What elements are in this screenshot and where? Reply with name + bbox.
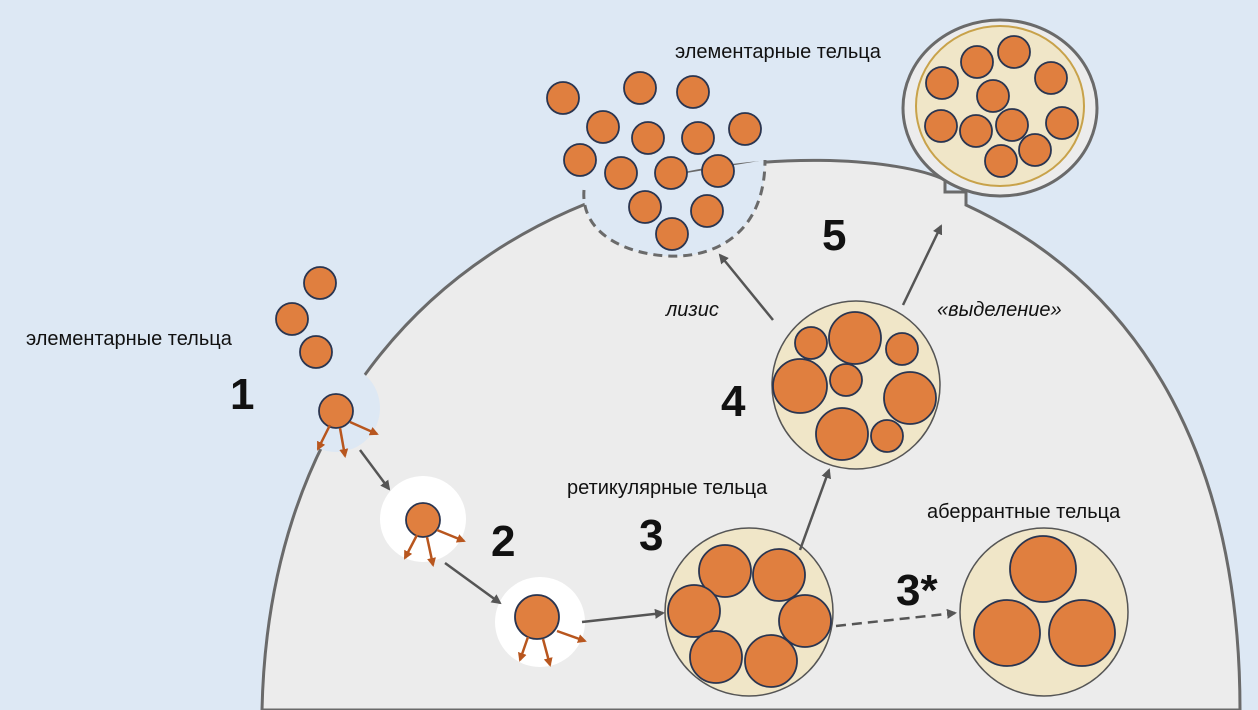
stage-number-3-star: 3*	[896, 566, 938, 615]
elementary-body	[405, 502, 441, 538]
elementary-body	[299, 335, 333, 369]
arrow-3-to-aberrant	[835, 608, 957, 628]
elementary-body	[546, 81, 580, 115]
reticulate-body	[829, 363, 863, 397]
stage-number-3: 3	[639, 511, 663, 560]
reticulate-body	[883, 371, 937, 425]
elementary-body	[586, 110, 620, 144]
elementary-body	[318, 393, 354, 429]
elementary-body	[995, 108, 1029, 142]
arrow-1-to-2	[358, 449, 391, 491]
reticulate-body	[815, 407, 869, 461]
elementary-body	[303, 266, 337, 300]
elementary-body	[604, 156, 638, 190]
elementary-body	[1034, 61, 1068, 95]
arrow-3-to-4	[798, 468, 831, 551]
arrow-4-to-release	[901, 224, 943, 306]
elementary-body	[984, 144, 1018, 178]
arrow-2a-to-2b	[444, 561, 502, 605]
reticulate-body	[885, 332, 919, 366]
elementary-body	[681, 121, 715, 155]
pathway-arrows	[358, 224, 957, 628]
elementary-body	[623, 71, 657, 105]
elementary-body	[1018, 133, 1052, 167]
elementary-body	[563, 143, 597, 177]
effector-arrows	[316, 420, 587, 667]
elementary-body	[1045, 106, 1079, 140]
aberrant-body	[973, 599, 1041, 667]
elementary-body	[960, 45, 994, 79]
elementary-body	[701, 154, 735, 188]
reticulate-body	[778, 594, 832, 648]
arrow-4-to-lysis	[718, 253, 774, 321]
elementary-body	[631, 121, 665, 155]
stage-number-4: 4	[721, 377, 746, 426]
reticulate-body	[744, 634, 798, 688]
aberrant-body	[1048, 599, 1116, 667]
label-reticulate-bodies: ретикулярные тельца	[567, 477, 768, 499]
label-release: «выделение»	[937, 299, 1062, 321]
stage-number-1: 1	[230, 370, 254, 419]
reticulate-body	[752, 548, 806, 602]
stage-number-5: 5	[822, 211, 846, 260]
label-elementary-bodies-top: элементарные тельца	[675, 41, 882, 63]
elementary-body	[655, 217, 689, 251]
elementary-body	[976, 79, 1010, 113]
elementary-body	[925, 66, 959, 100]
elementary-body	[676, 75, 710, 109]
reticulate-body	[772, 358, 828, 414]
aberrant-body	[1009, 535, 1077, 603]
elementary-body	[654, 156, 688, 190]
elementary-body	[959, 114, 993, 148]
elementary-body	[690, 194, 724, 228]
body-particles	[275, 35, 1116, 688]
reticulate-body	[828, 311, 882, 365]
elementary-body	[628, 190, 662, 224]
stage-number-2: 2	[491, 517, 515, 566]
elementary-body	[275, 302, 309, 336]
reticulate-body	[689, 630, 743, 684]
label-lysis: лизис	[665, 299, 719, 321]
elementary-body	[728, 112, 762, 146]
reticulate-body	[667, 584, 721, 638]
arrow-2-to-3	[581, 608, 665, 624]
reticulate-body	[698, 544, 752, 598]
elementary-body	[997, 35, 1031, 69]
reticulate-body	[870, 419, 904, 453]
reticulate-body	[794, 326, 828, 360]
label-elementary-bodies-left: элементарные тельца	[26, 328, 233, 350]
elementary-body	[924, 109, 958, 143]
elementary-body	[514, 594, 560, 640]
label-aberrant-bodies: аберрантные тельца	[927, 501, 1121, 523]
